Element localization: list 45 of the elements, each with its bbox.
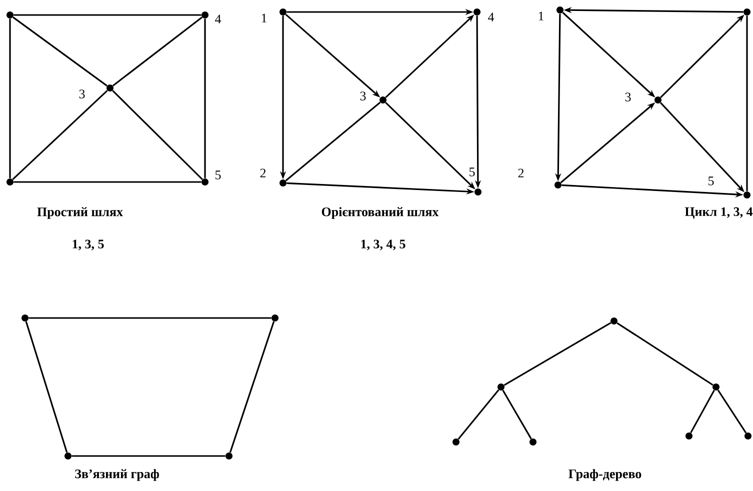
- caption: 1, 3, 5: [72, 240, 104, 250]
- caption: Зв’язний граф: [75, 469, 159, 481]
- vertex-dot: [744, 432, 752, 440]
- vertex-dot: [686, 432, 692, 440]
- vertex-dot: [474, 8, 480, 16]
- vertex-dot: [556, 6, 564, 14]
- vertex-dot: [530, 438, 536, 446]
- caption: Цикл 1, 3, 4: [684, 207, 753, 219]
- vertex-number: 2: [518, 168, 524, 178]
- caption: Граф-дерево: [568, 469, 642, 481]
- vertex-dot: [106, 84, 114, 92]
- vertex-dot: [202, 178, 208, 186]
- vertex-dot: [6, 12, 14, 18]
- vertex-number: 1: [538, 12, 544, 20]
- vertex-dot: [474, 188, 482, 196]
- vertex-dot: [6, 178, 14, 186]
- vertex-number: 4: [215, 14, 222, 24]
- vertex-number: 3: [625, 92, 631, 102]
- vertex-number: 5: [216, 170, 221, 180]
- vertex-number: 1: [262, 14, 266, 22]
- vertex-dot: [554, 182, 562, 188]
- caption: 1, 3, 4, 5: [361, 240, 406, 250]
- vertex-number: 2: [260, 168, 266, 178]
- vertex-dot: [744, 192, 750, 198]
- vertex-dot: [744, 8, 750, 16]
- vertex-dot: [272, 314, 278, 322]
- vertex-dot: [610, 318, 618, 324]
- vertex-number: 5: [708, 176, 714, 186]
- vertex-number: 4: [488, 12, 494, 22]
- vertex-dot: [654, 96, 662, 104]
- vertex-dot: [22, 314, 28, 322]
- vertex-number: 3: [360, 92, 366, 100]
- vertex-dot: [280, 8, 286, 16]
- vertex-dot: [498, 384, 504, 390]
- vertex-dot: [280, 180, 286, 186]
- vertex-dot: [452, 438, 460, 446]
- caption: Орієнтований шлях: [322, 207, 439, 219]
- vertex-dot: [712, 384, 720, 390]
- vertex-dot: [64, 452, 72, 460]
- vertex-dot: [226, 452, 232, 460]
- vertex-number: 5: [470, 168, 475, 176]
- vertex-dot: [380, 96, 386, 104]
- vertex-number: 3: [79, 90, 85, 98]
- caption: Простий шлях: [37, 207, 123, 219]
- vertex-dot: [202, 12, 208, 18]
